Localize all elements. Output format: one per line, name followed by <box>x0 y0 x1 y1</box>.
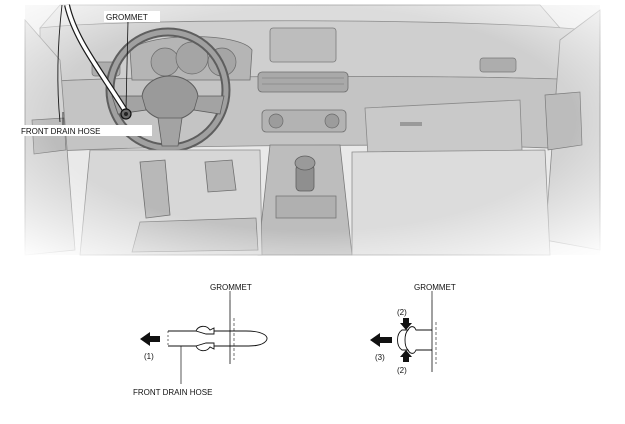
squeeze-arrow-up-icon <box>400 350 412 362</box>
detail-left-grommet-label: GROMMET <box>210 283 252 292</box>
detail-hose-removal <box>140 291 268 384</box>
step-2-bottom-label: (2) <box>397 366 407 375</box>
detail-right-grommet-label: GROMMET <box>414 283 456 292</box>
grommet-lip-upper <box>195 325 215 335</box>
pull-arrow-icon <box>140 332 160 346</box>
grommet-squeezed <box>397 329 410 351</box>
step-3-label: (3) <box>375 353 385 362</box>
car-interior-illustration <box>0 0 625 265</box>
squeeze-arrow-down-icon <box>400 318 412 330</box>
step-2-top-label: (2) <box>397 308 407 317</box>
detail-grommet-squeeze <box>370 291 437 372</box>
detail-left-hose-label: FRONT DRAIN HOSE <box>133 388 212 397</box>
grommet-label: GROMMET <box>106 13 148 22</box>
hose-body <box>168 330 268 347</box>
grommet-lip-lower <box>195 342 215 352</box>
pull-out-arrow-icon <box>370 333 392 347</box>
step-1-label: (1) <box>144 352 154 361</box>
front-drain-hose-label: FRONT DRAIN HOSE <box>21 127 100 136</box>
